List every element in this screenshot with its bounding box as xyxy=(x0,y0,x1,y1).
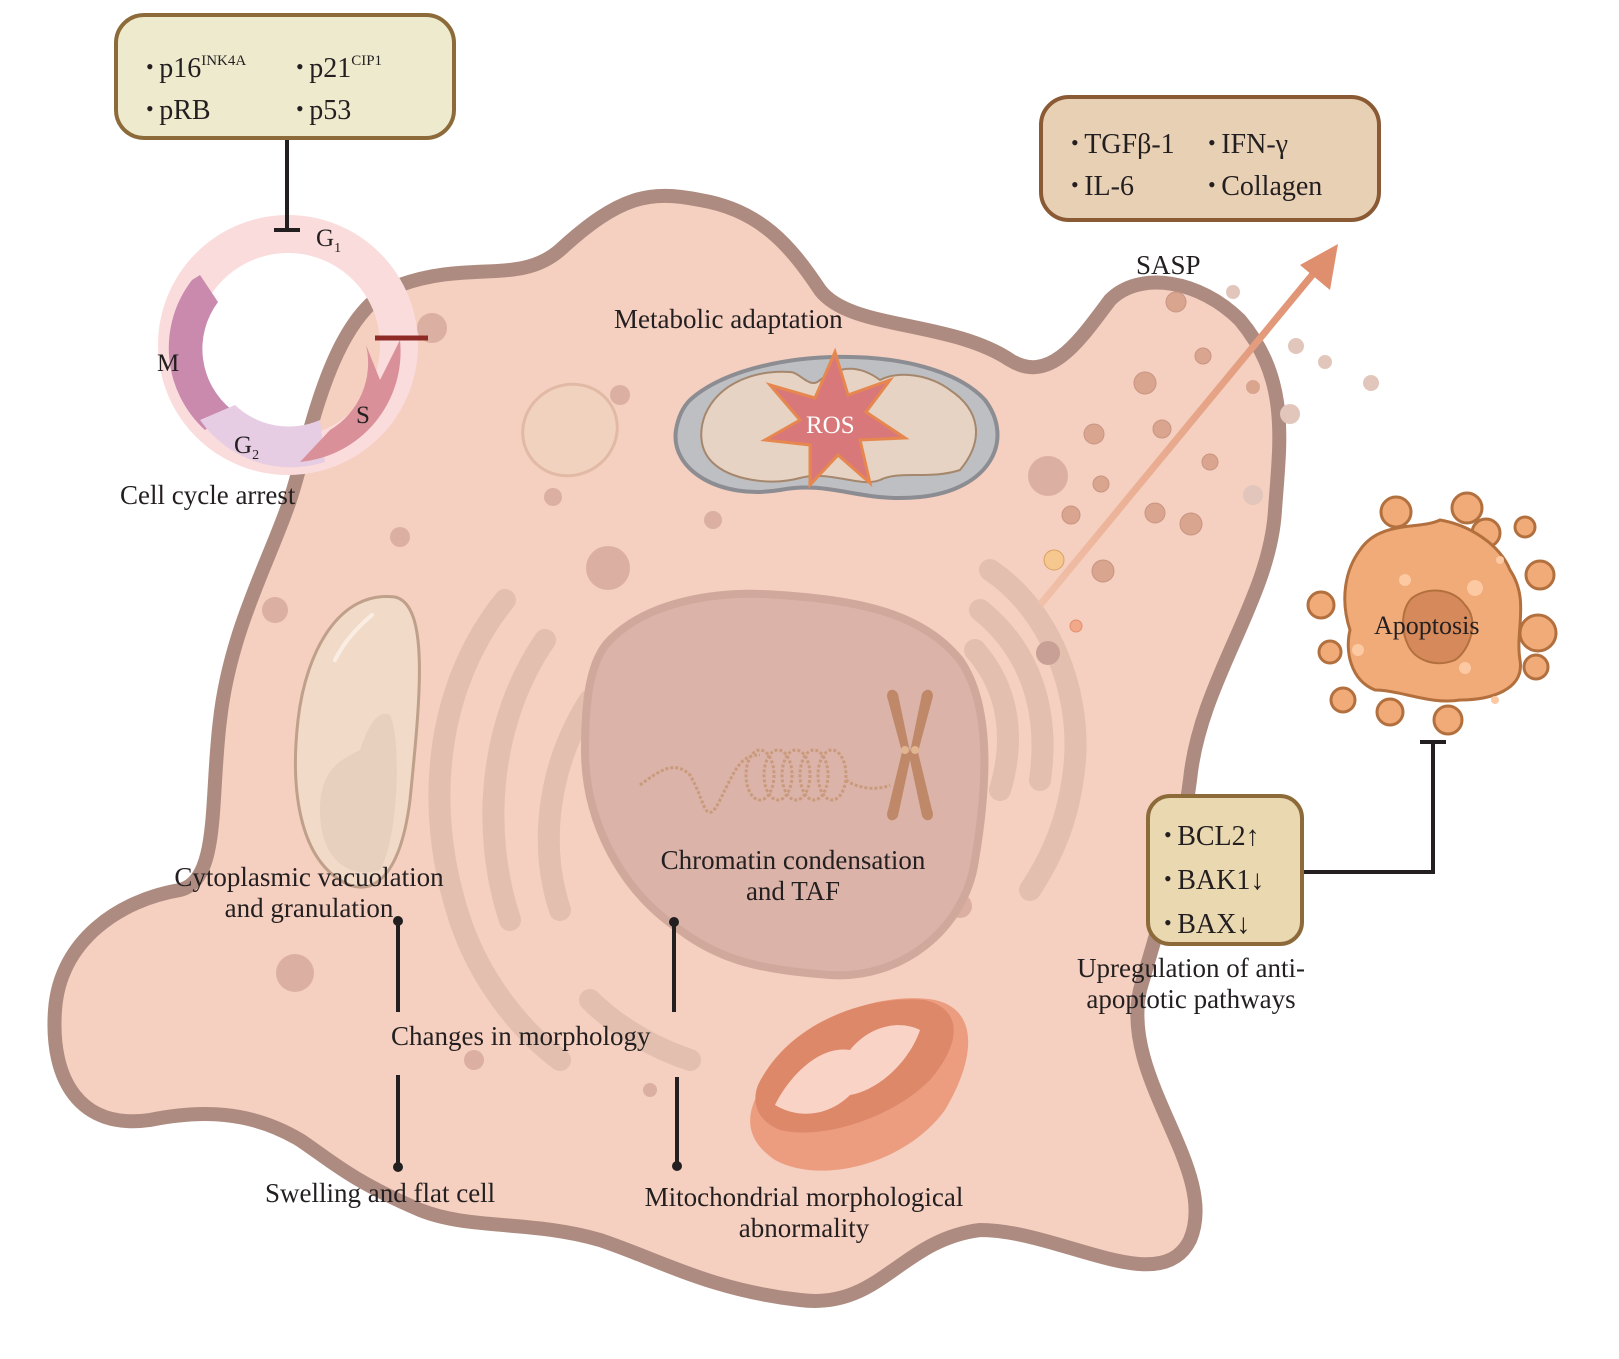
vesicle xyxy=(521,382,619,478)
sasp-label: SASP xyxy=(1136,250,1201,280)
sasp-factors-box: TGFβ-1 IFN-γ IL-6 Collagen xyxy=(1039,95,1381,222)
mitochondrion-ros xyxy=(673,347,1000,500)
released-granules xyxy=(1226,285,1379,505)
phase-label-g2: G2 xyxy=(234,432,260,463)
sasp-item: IFN-γ xyxy=(1208,123,1288,165)
sasp-item: IL-6 xyxy=(1071,165,1208,207)
ros-label: ROS xyxy=(806,412,855,439)
mitochondrial-abnormality-label: Mitochondrial morphological abnormality xyxy=(624,1182,984,1244)
endoplasmic-reticulum xyxy=(428,559,1087,1071)
anti-apoptotic-item: BAX↓ xyxy=(1164,902,1250,946)
chromatin-label-line2: and TAF xyxy=(745,876,841,906)
apoptotic-cell xyxy=(1306,491,1558,736)
regulator-item: p21CIP1 xyxy=(296,47,382,89)
anti-apoptotic-box: BCL2↑ BAK1↓ BAX↓ xyxy=(1146,794,1304,946)
regulator-item: p16INK4A xyxy=(146,47,296,89)
anti-apoptotic-label-line2: apoptotic pathways xyxy=(1086,984,1296,1014)
sasp-granules xyxy=(1043,291,1219,633)
mito-label-line1: Mitochondrial morphological xyxy=(644,1182,964,1212)
vacuolation-label-line1: Cytoplasmic vacuolation xyxy=(174,862,444,892)
granules xyxy=(262,313,1068,1097)
phase-g2-arrow xyxy=(200,405,325,468)
phase-label-s: S xyxy=(356,402,370,429)
cell-cycle-arrest-label: Cell cycle arrest xyxy=(120,480,296,510)
regulator-item: p53 xyxy=(296,89,351,131)
connectors xyxy=(274,138,1446,1172)
ros-burst-icon xyxy=(760,347,910,489)
phase-m-arrow xyxy=(168,275,232,430)
chromatin-label-line1: Chromatin condensation xyxy=(660,845,926,875)
anti-apoptotic-item: BCL2↑ xyxy=(1164,814,1259,858)
vacuolation-label-line2: and granulation xyxy=(224,893,394,923)
apoptosis-label: Apoptosis xyxy=(1374,611,1480,640)
chromatin-label: Chromatin condensation and TAF xyxy=(643,845,943,907)
sasp-item: TGFβ-1 xyxy=(1071,123,1208,165)
chromosome xyxy=(887,689,933,821)
chromatin-fiber xyxy=(639,748,891,815)
phase-label-m: M xyxy=(157,350,180,377)
anti-apoptotic-label: Upregulation of anti- apoptotic pathways xyxy=(1060,953,1322,1015)
morphology-changes-label: Changes in morphology xyxy=(391,1021,651,1051)
cell-cycle-regulators-box: p16INK4A p21CIP1 pRB p53 xyxy=(114,13,456,140)
vacuolation-label: Cytoplasmic vacuolation and granulation xyxy=(158,862,460,924)
sasp-arrow xyxy=(1037,244,1338,608)
sasp-item: Collagen xyxy=(1208,165,1322,207)
vacuole xyxy=(293,595,421,889)
anti-apoptotic-label-line1: Upregulation of anti- xyxy=(1077,953,1305,983)
phase-s-arrow xyxy=(300,340,401,462)
nucleus xyxy=(580,589,989,980)
swelling-label: Swelling and flat cell xyxy=(265,1178,496,1208)
metabolic-adaptation-label: Metabolic adaptation xyxy=(614,304,843,334)
anti-apoptotic-item: BAK1↓ xyxy=(1164,858,1264,902)
regulator-item: pRB xyxy=(146,89,296,131)
cell-cycle-diagram xyxy=(158,215,428,475)
mito-label-line2: abnormality xyxy=(738,1213,870,1243)
mitochondrion-abnormal xyxy=(750,998,969,1171)
phase-label-g1: G1 xyxy=(316,225,342,256)
